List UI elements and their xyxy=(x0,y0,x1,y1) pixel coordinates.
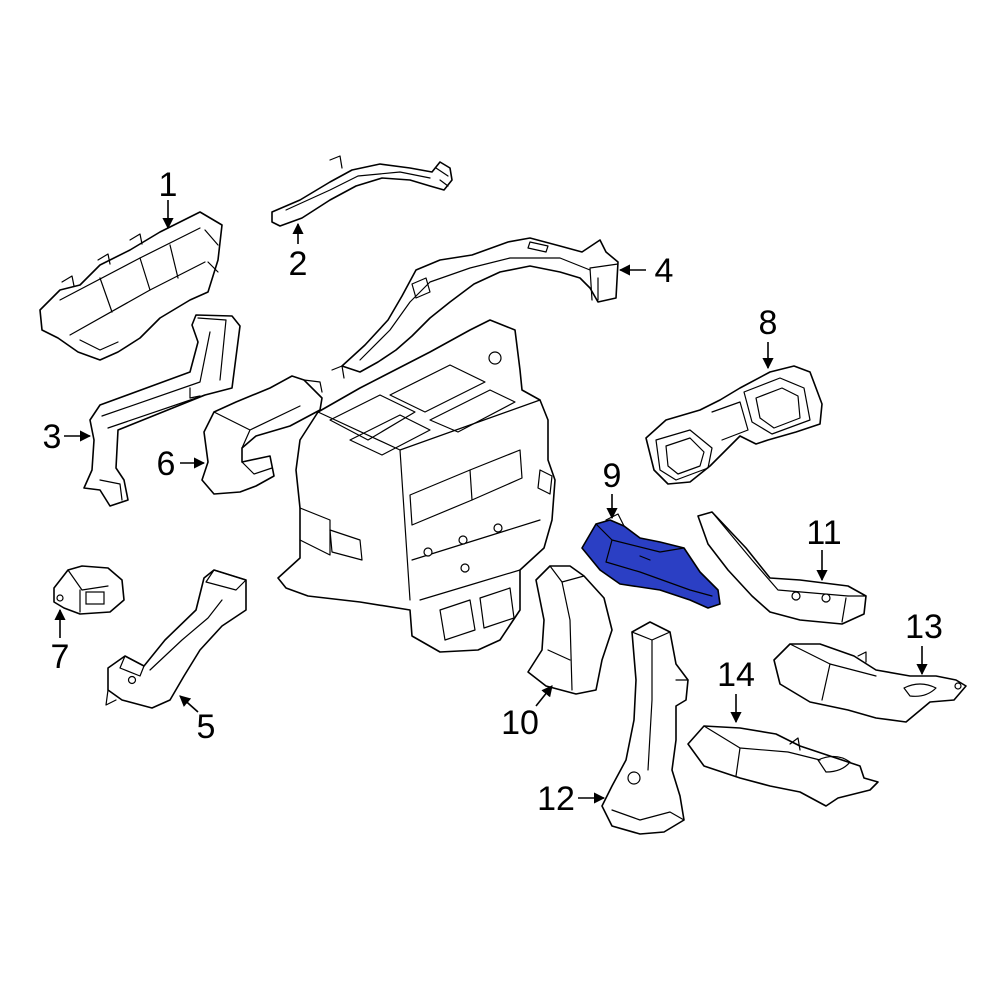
callout-11: 11 xyxy=(806,514,842,582)
part-2-rear-duct[interactable] xyxy=(271,155,453,227)
callout-1: 1 xyxy=(159,166,178,230)
callout-label-7: 7 xyxy=(51,638,70,676)
part-5-floor-duct[interactable] xyxy=(105,569,247,709)
callout-label-1: 1 xyxy=(159,166,178,204)
part-14-duct[interactable] xyxy=(687,725,879,807)
part-4-defroster-duct[interactable] xyxy=(331,237,619,379)
part-9-duct-highlighted[interactable] xyxy=(581,513,721,609)
callout-10: 10 xyxy=(501,685,553,742)
leader-5 xyxy=(179,695,199,713)
leader-10 xyxy=(535,685,553,707)
part-11-duct[interactable] xyxy=(697,511,867,625)
part-12-duct[interactable] xyxy=(601,621,689,835)
callout-4: 4 xyxy=(618,252,674,290)
part-1-defroster-nozzle[interactable] xyxy=(39,211,223,361)
callout-3: 3 xyxy=(43,418,92,456)
callout-2: 2 xyxy=(289,222,308,283)
callout-14: 14 xyxy=(717,656,755,724)
part-3-side-duct[interactable] xyxy=(83,314,241,507)
callout-5: 5 xyxy=(179,695,216,746)
part-13-duct[interactable] xyxy=(773,643,967,723)
callout-label-6: 6 xyxy=(157,445,176,483)
callout-label-9: 9 xyxy=(603,457,622,495)
callout-7: 7 xyxy=(51,608,70,676)
callout-label-11: 11 xyxy=(806,514,841,552)
callout-label-10: 10 xyxy=(501,704,539,742)
callout-9: 9 xyxy=(603,457,622,520)
part-8-vent-assembly[interactable] xyxy=(645,365,823,485)
callout-label-3: 3 xyxy=(43,418,62,456)
hvac-case xyxy=(277,319,556,653)
callout-label-14: 14 xyxy=(717,656,755,694)
callout-6: 6 xyxy=(157,445,206,483)
part-9-fill xyxy=(581,519,721,609)
callout-8: 8 xyxy=(759,304,778,370)
callout-label-2: 2 xyxy=(289,245,308,283)
callout-label-13: 13 xyxy=(905,608,943,646)
callout-label-8: 8 xyxy=(759,304,778,342)
part-7-bracket[interactable] xyxy=(53,565,125,615)
callout-12: 12 xyxy=(537,780,606,818)
part-6-vent-duct[interactable] xyxy=(201,375,323,495)
callout-13: 13 xyxy=(905,608,943,676)
part-10-duct[interactable] xyxy=(527,565,613,695)
callout-label-4: 4 xyxy=(655,252,674,290)
callout-label-5: 5 xyxy=(197,708,216,746)
callout-label-12: 12 xyxy=(537,780,575,818)
